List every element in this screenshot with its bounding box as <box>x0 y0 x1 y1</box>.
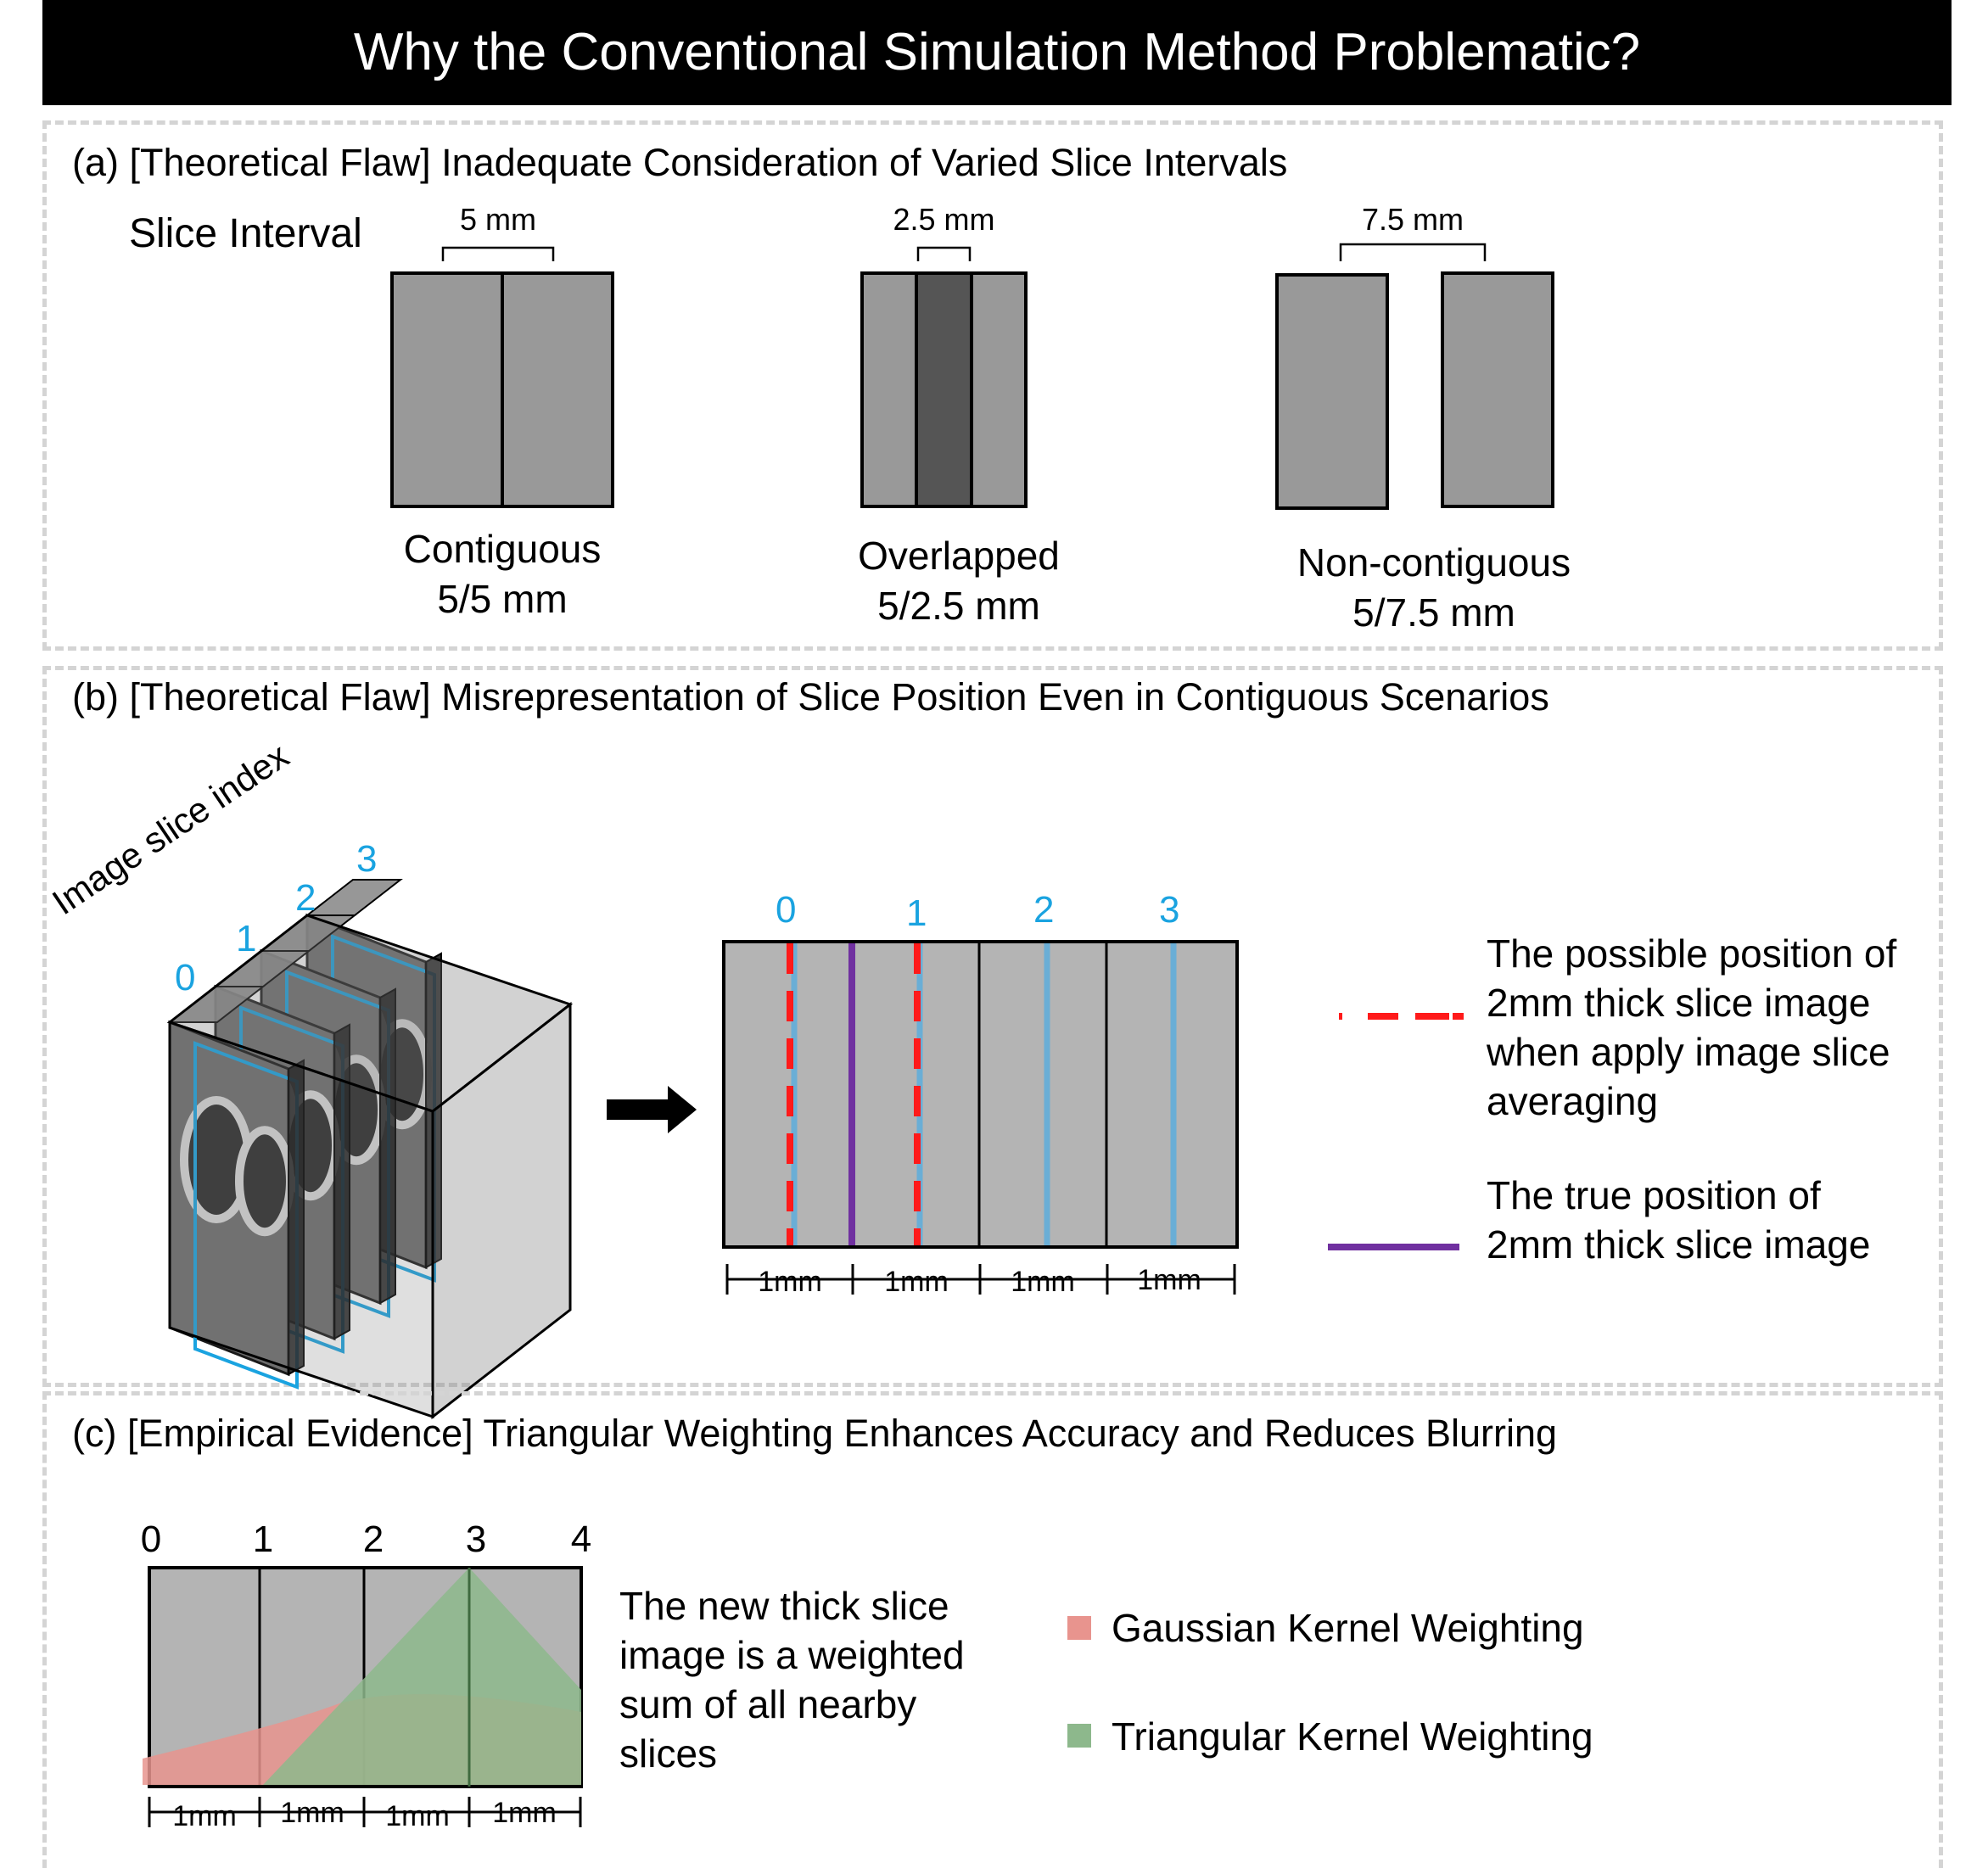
panel-b-title: (b) [Theoretical Flaw] Misrepresentation… <box>72 675 1549 719</box>
position-index-3: 3 <box>1159 889 1180 931</box>
position-index-2: 2 <box>1033 889 1055 931</box>
stack-index-0: 0 <box>175 957 196 998</box>
slice-index-plane <box>193 1041 299 1390</box>
stack-index-2: 2 <box>295 877 316 919</box>
overlapped-slices <box>860 246 1028 508</box>
title-bar: Why the Conventional Simulation Method P… <box>42 0 1952 105</box>
non-contiguous-interval: 7.5 mm <box>1361 202 1464 237</box>
spacing-label-b-2: 1mm <box>1011 1266 1075 1298</box>
position-index-1: 1 <box>906 892 927 934</box>
panel-a-diagram <box>390 243 1554 510</box>
stack-index-3: 3 <box>356 838 378 880</box>
stack-front-face <box>168 1020 434 1419</box>
weighted-sum-description: The new thick slice image is a weighted … <box>619 1584 965 1776</box>
tick-0: 0 <box>140 1518 162 1560</box>
triangular-kernel-area <box>263 1568 581 1785</box>
page-title: Why the Conventional Simulation Method P… <box>353 23 1641 81</box>
position-index-0: 0 <box>776 889 797 931</box>
stack-index-1: 1 <box>236 918 257 959</box>
spacing-label-b-1: 1mm <box>884 1266 949 1298</box>
panel-b <box>42 666 1943 1387</box>
spacing-label-b-0: 1mm <box>758 1266 822 1298</box>
slice-position-diagram <box>722 940 1464 1295</box>
gaussian-legend-label: Gaussian Kernel Weighting <box>1112 1606 1584 1650</box>
tick-4: 4 <box>570 1518 592 1560</box>
contiguous-slices <box>390 246 614 508</box>
legend-true-position: The true position of 2mm thick slice ima… <box>1487 1173 1871 1267</box>
panel-c <box>42 1391 1943 1868</box>
tick-1: 1 <box>252 1518 274 1560</box>
overlapped-name: Overlapped <box>858 534 1060 578</box>
slice-separator <box>333 1023 350 1340</box>
contiguous-spec: 5/5 mm <box>437 577 568 621</box>
panel-c-title: (c) [Empirical Evidence] Triangular Weig… <box>72 1412 1558 1455</box>
spacing-label-c-3: 1mm <box>492 1797 557 1829</box>
non-contiguous-spec: 5/7.5 mm <box>1352 590 1515 635</box>
spacing-label-c-0: 1mm <box>172 1800 237 1832</box>
triangular-legend-swatch <box>1067 1724 1091 1748</box>
slice-separator <box>379 987 396 1305</box>
tick-3: 3 <box>465 1518 487 1560</box>
right-arrow-icon <box>607 1086 697 1133</box>
spacing-label-b-3: 1mm <box>1137 1264 1201 1296</box>
overlapped-interval: 2.5 mm <box>893 202 995 237</box>
spacing-label-c-2: 1mm <box>385 1800 450 1832</box>
spacing-label-c-1: 1mm <box>280 1797 344 1829</box>
ct-slice-stack <box>166 879 574 1420</box>
gaussian-legend-swatch <box>1067 1616 1091 1640</box>
contiguous-name: Contiguous <box>403 527 602 571</box>
slice-separator <box>288 1059 305 1376</box>
panel-a <box>42 120 1943 651</box>
non-contiguous-slices <box>1275 243 1554 510</box>
contiguous-interval: 5 mm <box>460 202 536 237</box>
non-contiguous-name: Non-contiguous <box>1296 540 1571 584</box>
panel-a-title: (a) [Theoretical Flaw] Inadequate Consid… <box>72 141 1288 184</box>
slice-interval-label: Slice Interval <box>129 211 362 256</box>
overlapped-spec: 5/2.5 mm <box>877 584 1040 628</box>
tick-2: 2 <box>362 1518 384 1560</box>
triangular-legend-label: Triangular Kernel Weighting <box>1112 1714 1593 1759</box>
legend-possible-position: The possible position of 2mm thick slice… <box>1487 931 1897 1123</box>
